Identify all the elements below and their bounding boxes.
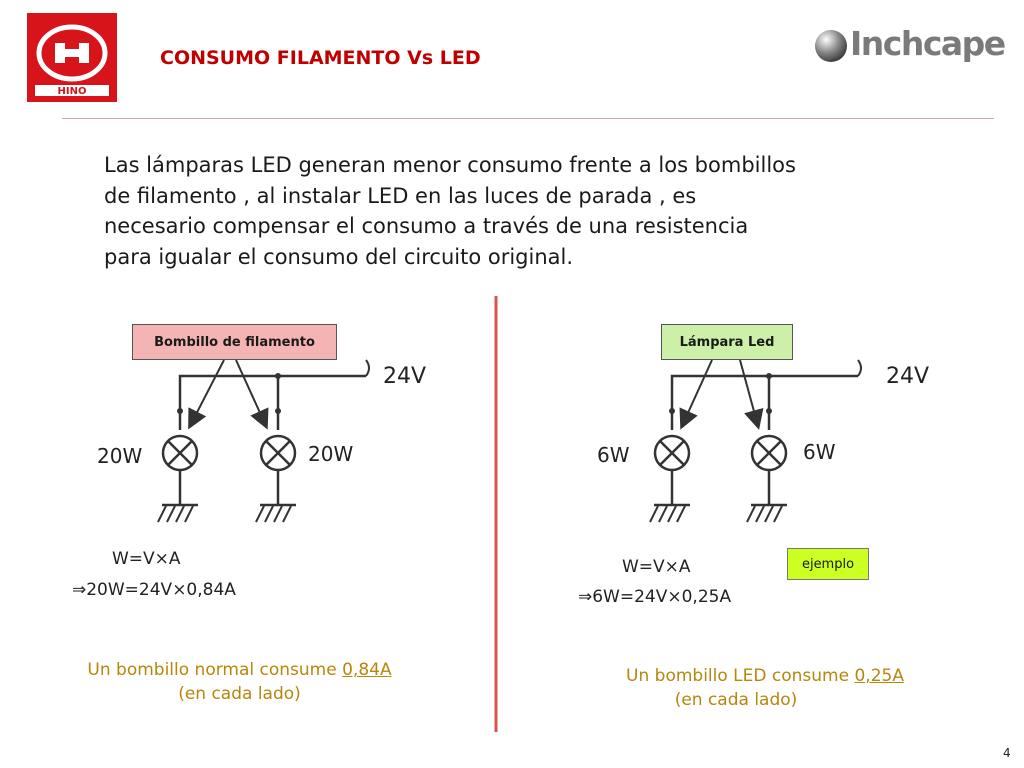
right-note-text: Un bombillo LED consume (626, 666, 855, 686)
inchcape-sphere-icon (815, 30, 847, 62)
intro-line: necesario compensar el consumo a través … (104, 214, 749, 238)
header-divider (62, 118, 994, 119)
left-formula-line2: ⇒20W=24V×0,84A (72, 580, 236, 600)
right-note-value: 0,25A (854, 666, 904, 686)
left-bulb1-watt-label: 20W (97, 444, 143, 468)
hino-logo: HINO (27, 13, 117, 102)
right-circuit (649, 359, 862, 523)
left-note: Un bombillo normal consume 0,84A (en cad… (62, 658, 417, 706)
left-formula-line1: W=V×A (112, 549, 181, 569)
slide-title: CONSUMO FILAMENTO Vs LED (160, 47, 481, 69)
left-voltage-label: 24V (383, 364, 427, 389)
left-note-line2: (en cada lado) (178, 684, 301, 704)
led-lamp-label: Lámpara Led (661, 324, 793, 360)
left-bulb2-watt-label: 20W (308, 442, 354, 466)
right-formula-line1: W=V×A (622, 557, 691, 577)
page-number: 4 (1003, 746, 1011, 760)
left-note-text: Un bombillo normal consume (87, 660, 343, 680)
example-badge: ejemplo (787, 548, 869, 580)
filament-bulb-label: Bombillo de filamento (132, 324, 337, 360)
left-circuit (157, 359, 370, 523)
intro-line: Las lámparas LED generan menor consumo f… (104, 153, 796, 177)
right-voltage-label: 24V (886, 364, 930, 389)
intro-line: para igualar el consumo del circuito ori… (104, 244, 574, 269)
right-bulb1-watt-label: 6W (597, 443, 630, 467)
intro-paragraph: Las lámparas LED generan menor consumo f… (104, 150, 944, 272)
right-formula-line2: ⇒6W=24V×0,25A (578, 587, 732, 607)
hino-logo-text: HINO (58, 86, 87, 97)
inchcape-logo-text: Inchcape (850, 24, 1006, 63)
right-note-line2: (en cada lado) (674, 690, 798, 710)
intro-line: de filamento , al instalar LED en las lu… (104, 183, 697, 208)
right-note: Un bombillo LED consume 0,25A (en cada l… (600, 664, 930, 712)
right-bulb2-watt-label: 6W (803, 440, 836, 464)
left-note-value: 0,84A (342, 660, 392, 680)
